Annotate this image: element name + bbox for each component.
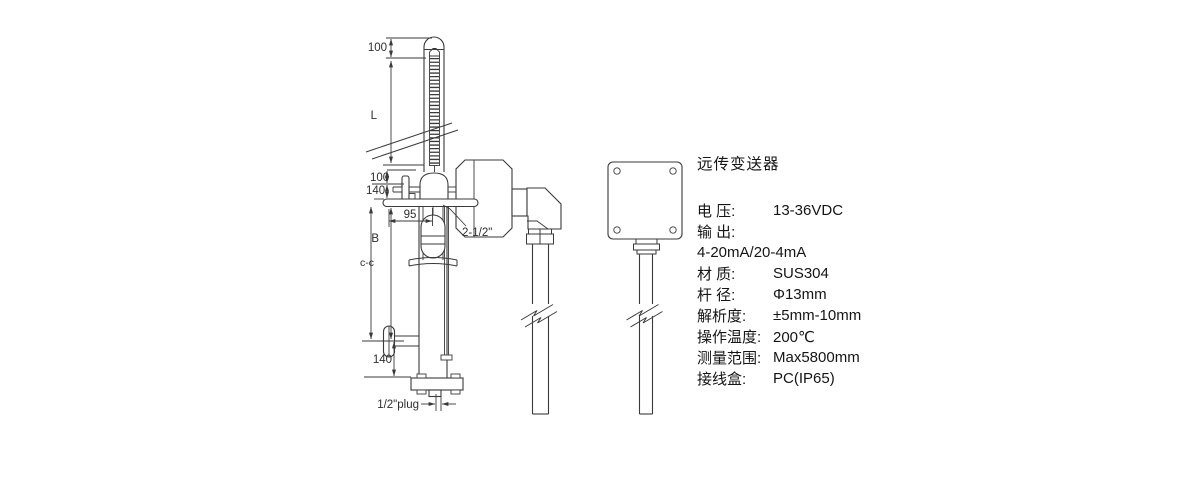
front-view xyxy=(365,36,562,415)
spec-value: 200℃ xyxy=(773,328,815,346)
probe-rod xyxy=(638,254,654,415)
cable-gland xyxy=(633,238,660,255)
dim-connection-size-label: 2-1/2" xyxy=(462,227,492,239)
pipe-break-symbol xyxy=(520,304,558,328)
dim-top-100-label: 100 xyxy=(368,42,387,54)
dim-95-label: 95 xyxy=(404,209,417,221)
spec-value: SUS304 xyxy=(773,265,829,282)
spec-label: 接线盒: xyxy=(697,371,747,388)
drain-plug xyxy=(428,389,442,398)
spec-value: Max5800mm xyxy=(773,349,860,366)
bottom-flange xyxy=(410,373,464,395)
side-nozzle-flange xyxy=(382,325,419,358)
spec-label: 电 压: xyxy=(697,203,736,220)
chamber-head-dome xyxy=(419,172,449,199)
mounting-plate xyxy=(382,198,479,208)
spec-label: 测量范围: xyxy=(697,350,762,367)
spec-label: 解析度: xyxy=(697,308,747,325)
dim-cc-label: c-c xyxy=(360,257,374,269)
gauge-indicator-tube xyxy=(423,36,445,172)
spec-row-material: 材 质: SUS304 xyxy=(697,263,861,284)
spec-row-operating-temp: 操作温度: 200℃ xyxy=(697,326,861,347)
dimension-lines xyxy=(362,37,467,411)
dim-bottom-140-label: 140 xyxy=(373,354,392,366)
spec-row-resolution: 解析度: ±5mm-10mm xyxy=(697,305,861,326)
spec-title: 远传变送器 xyxy=(697,156,780,173)
dim-mid-100-label: 100 xyxy=(370,172,389,184)
spec-label: 输 出: xyxy=(697,224,736,241)
dim-mid-140-label: 140 xyxy=(366,185,385,197)
gauge-scale xyxy=(429,48,440,172)
spec-row-rod-diameter: 杆 径: Φ13mm xyxy=(697,284,861,305)
spec-row-junction-box: 接线盒: PC(IP65) xyxy=(697,368,861,389)
rod-break-symbol xyxy=(626,304,663,328)
conduit-pipe xyxy=(531,244,550,415)
dim-plug-label: 1/2"plug xyxy=(377,399,419,411)
union-coupling xyxy=(526,228,554,245)
spec-value: 13-36VDC xyxy=(773,202,844,219)
side-view xyxy=(607,161,683,415)
float xyxy=(420,214,446,259)
spec-row-voltage: 电 压: 13-36VDC xyxy=(697,200,861,221)
clamp-band xyxy=(408,257,458,267)
conduit-elbow xyxy=(511,187,562,230)
spec-row-output-range: 4-20mA/20-4mA xyxy=(697,242,861,263)
dim-length-label: L xyxy=(371,110,378,122)
spec-panel: 远传变送器 电 压: 13-36VDC 输 出: 4-20mA/20-4mA 材… xyxy=(697,156,861,389)
spec-label: 杆 径: xyxy=(697,287,736,304)
spec-row-output: 输 出: xyxy=(697,221,861,242)
spec-value: Φ13mm xyxy=(773,286,827,303)
junction-box xyxy=(607,161,683,240)
dim-body-label: B xyxy=(371,233,379,245)
spec-row-measuring-range: 测量范围: Max5800mm xyxy=(697,347,861,368)
spec-label: 材 质: xyxy=(697,266,736,283)
spec-value: 4-20mA/20-4mA xyxy=(697,244,807,261)
tube-break-lines xyxy=(365,122,459,160)
spec-label: 操作温度: xyxy=(697,329,762,346)
spec-value: PC(IP65) xyxy=(773,370,835,387)
spec-value: ±5mm-10mm xyxy=(773,307,862,324)
